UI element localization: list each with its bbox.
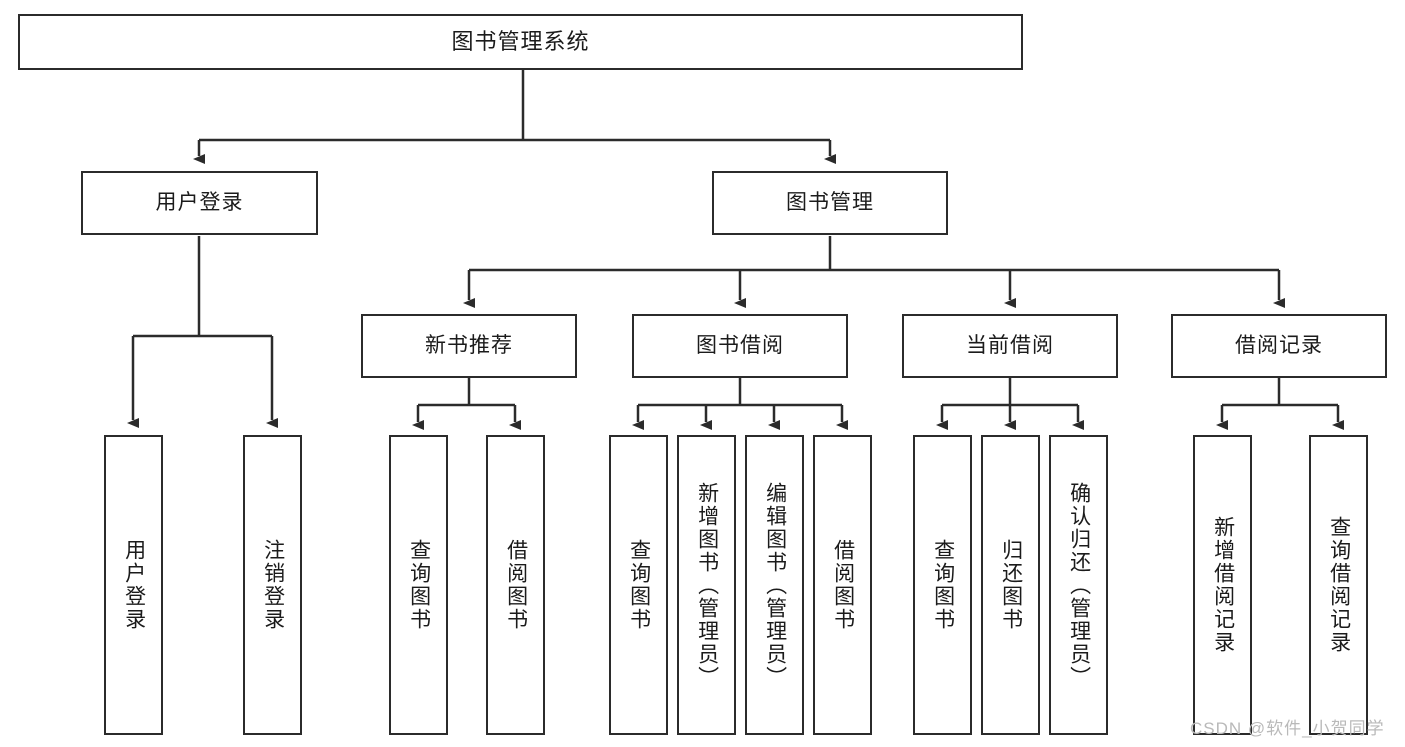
node-user-login[interactable]: 用户登录 [81,171,318,235]
node-leaf-return-book[interactable]: 归还图书 [981,435,1040,735]
node-leaf-query-book-2[interactable]: 查询图书 [609,435,668,735]
node-leaf-query-book-2-label: 查询图书 [627,539,651,631]
node-leaf-query-record-label: 查询借阅记录 [1327,516,1351,654]
node-new-book-recommend-label: 新书推荐 [425,334,513,358]
node-current-borrow-label: 当前借阅 [966,334,1054,358]
node-leaf-query-book-1[interactable]: 查询图书 [389,435,448,735]
node-leaf-add-record-label: 新增借阅记录 [1211,516,1235,654]
node-leaf-user-login-label: 用户登录 [122,539,146,631]
node-leaf-logout-login-label: 注销登录 [261,539,285,631]
node-root[interactable]: 图书管理系统 [18,14,1023,70]
node-leaf-add-record[interactable]: 新增借阅记录 [1193,435,1252,735]
node-book-borrow[interactable]: 图书借阅 [632,314,848,378]
node-leaf-add-book-label: 新增图书（管理员） [695,481,719,689]
node-root-label: 图书管理系统 [451,28,590,54]
node-leaf-borrow-book-1[interactable]: 借阅图书 [486,435,545,735]
node-leaf-query-record[interactable]: 查询借阅记录 [1309,435,1368,735]
node-leaf-borrow-book-1-label: 借阅图书 [504,539,528,631]
node-book-manage[interactable]: 图书管理 [712,171,948,235]
node-book-manage-label: 图书管理 [786,191,874,215]
node-user-login-label: 用户登录 [155,191,244,215]
node-leaf-query-book-1-label: 查询图书 [407,539,431,631]
node-leaf-confirm-return-label: 确认归还（管理员） [1067,481,1091,689]
node-leaf-logout-login[interactable]: 注销登录 [243,435,302,735]
node-leaf-borrow-book-2[interactable]: 借阅图书 [813,435,872,735]
csdn-watermark: CSDN @软件_小贺同学 [1190,719,1385,738]
node-leaf-confirm-return[interactable]: 确认归还（管理员） [1049,435,1108,735]
node-leaf-query-book-3[interactable]: 查询图书 [913,435,972,735]
node-leaf-edit-book[interactable]: 编辑图书（管理员） [745,435,804,735]
node-leaf-user-login[interactable]: 用户登录 [104,435,163,735]
node-leaf-edit-book-label: 编辑图书（管理员） [763,481,787,689]
node-borrow-record[interactable]: 借阅记录 [1171,314,1387,378]
node-book-borrow-label: 图书借阅 [696,334,784,358]
node-current-borrow[interactable]: 当前借阅 [902,314,1118,378]
node-leaf-query-book-3-label: 查询图书 [931,539,955,631]
node-new-book-recommend[interactable]: 新书推荐 [361,314,577,378]
node-leaf-return-book-label: 归还图书 [999,539,1023,631]
node-leaf-add-book[interactable]: 新增图书（管理员） [677,435,736,735]
node-borrow-record-label: 借阅记录 [1235,334,1323,358]
node-leaf-borrow-book-2-label: 借阅图书 [831,539,855,631]
